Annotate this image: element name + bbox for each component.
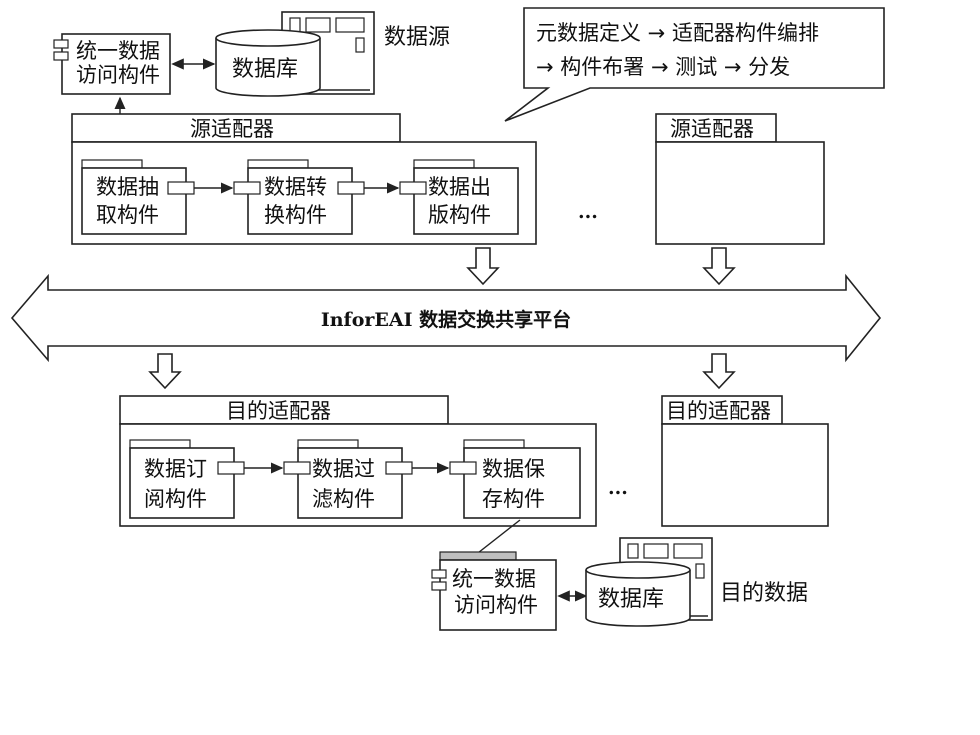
publish-line2: 版构件 — [428, 203, 491, 227]
transform-line1: 数据转 — [264, 175, 327, 199]
source-adapter-1-down-arrow — [466, 247, 500, 286]
source-label: 数据源 — [384, 25, 450, 50]
target-adapter-1: 目的适配器 数据订 阅构件 数据过 滤构件 数据保 存构件 — [119, 395, 597, 527]
target-adapter-title: 目的适配器 — [226, 399, 331, 423]
save-component: 数据保 存构件 — [449, 439, 581, 519]
subscribe-line1: 数据订 — [144, 457, 207, 481]
target-adapter-2-down-arrow — [702, 353, 736, 390]
save-line2: 存构件 — [482, 487, 545, 511]
source-adapter-2-title: 源适配器 — [670, 117, 754, 141]
transform-component: 数据转 换构件 — [233, 159, 365, 235]
source-uda-line1: 统一数据 — [76, 39, 160, 63]
filter-component: 数据过 滤构件 — [283, 439, 413, 519]
source-uda-component: 统一数据 访问构件 — [53, 33, 171, 95]
save-line1: 数据保 — [482, 457, 545, 481]
source-adapter-2-down-arrow — [702, 247, 736, 286]
source-adapter-1: 源适配器 数据抽 取构件 数据转 换构件 数据出 版构件 — [71, 113, 537, 245]
target-database-icon: 数据库 — [585, 561, 691, 627]
target-uda-line2: 访问构件 — [454, 593, 538, 617]
extract-line2: 取构件 — [96, 203, 159, 227]
target-uda-line1: 统一数据 — [452, 567, 536, 591]
transform-line2: 换构件 — [264, 203, 327, 227]
target-adapter-2-title: 目的适配器 — [666, 399, 771, 423]
platform-label: InforEAI 数据交换共享平台 — [321, 308, 571, 331]
target-adapter-2: 目的适配器 — [661, 395, 829, 527]
exchange-platform-arrow: InforEAI 数据交换共享平台 — [10, 273, 882, 363]
subscribe-line2: 阅构件 — [144, 487, 207, 511]
publish-line1: 数据出 — [428, 175, 491, 199]
filter-line1: 数据过 — [312, 457, 375, 481]
target-uda-component: 统一数据 访问构件 — [431, 551, 557, 631]
filter-line2: 滤构件 — [312, 487, 375, 511]
target-ellipsis: ... — [608, 477, 628, 499]
extract-line1: 数据抽 — [96, 175, 159, 199]
target-adapter-1-down-arrow — [148, 353, 182, 390]
process-callout: 元数据定义 → 适配器构件编排 → 构件布署 → 测试 → 分发 — [504, 7, 885, 122]
target-label: 目的数据 — [720, 581, 808, 606]
source-database-label: 数据库 — [232, 57, 298, 82]
publish-component: 数据出 版构件 — [399, 159, 519, 235]
subscribe-component: 数据订 阅构件 — [129, 439, 245, 519]
callout-line1: 元数据定义 → 适配器构件编排 — [536, 21, 819, 45]
source-adapter-2: 源适配器 — [655, 113, 825, 245]
extract-component: 数据抽 取构件 — [81, 159, 195, 235]
source-database-icon: 数据库 — [215, 29, 321, 97]
callout-line2: → 构件布署 → 测试 → 分发 — [536, 55, 790, 79]
source-ellipsis: ... — [578, 201, 598, 223]
source-adapter-title: 源适配器 — [190, 117, 274, 141]
target-database-label: 数据库 — [598, 587, 664, 612]
source-uda-line2: 访问构件 — [76, 63, 160, 87]
